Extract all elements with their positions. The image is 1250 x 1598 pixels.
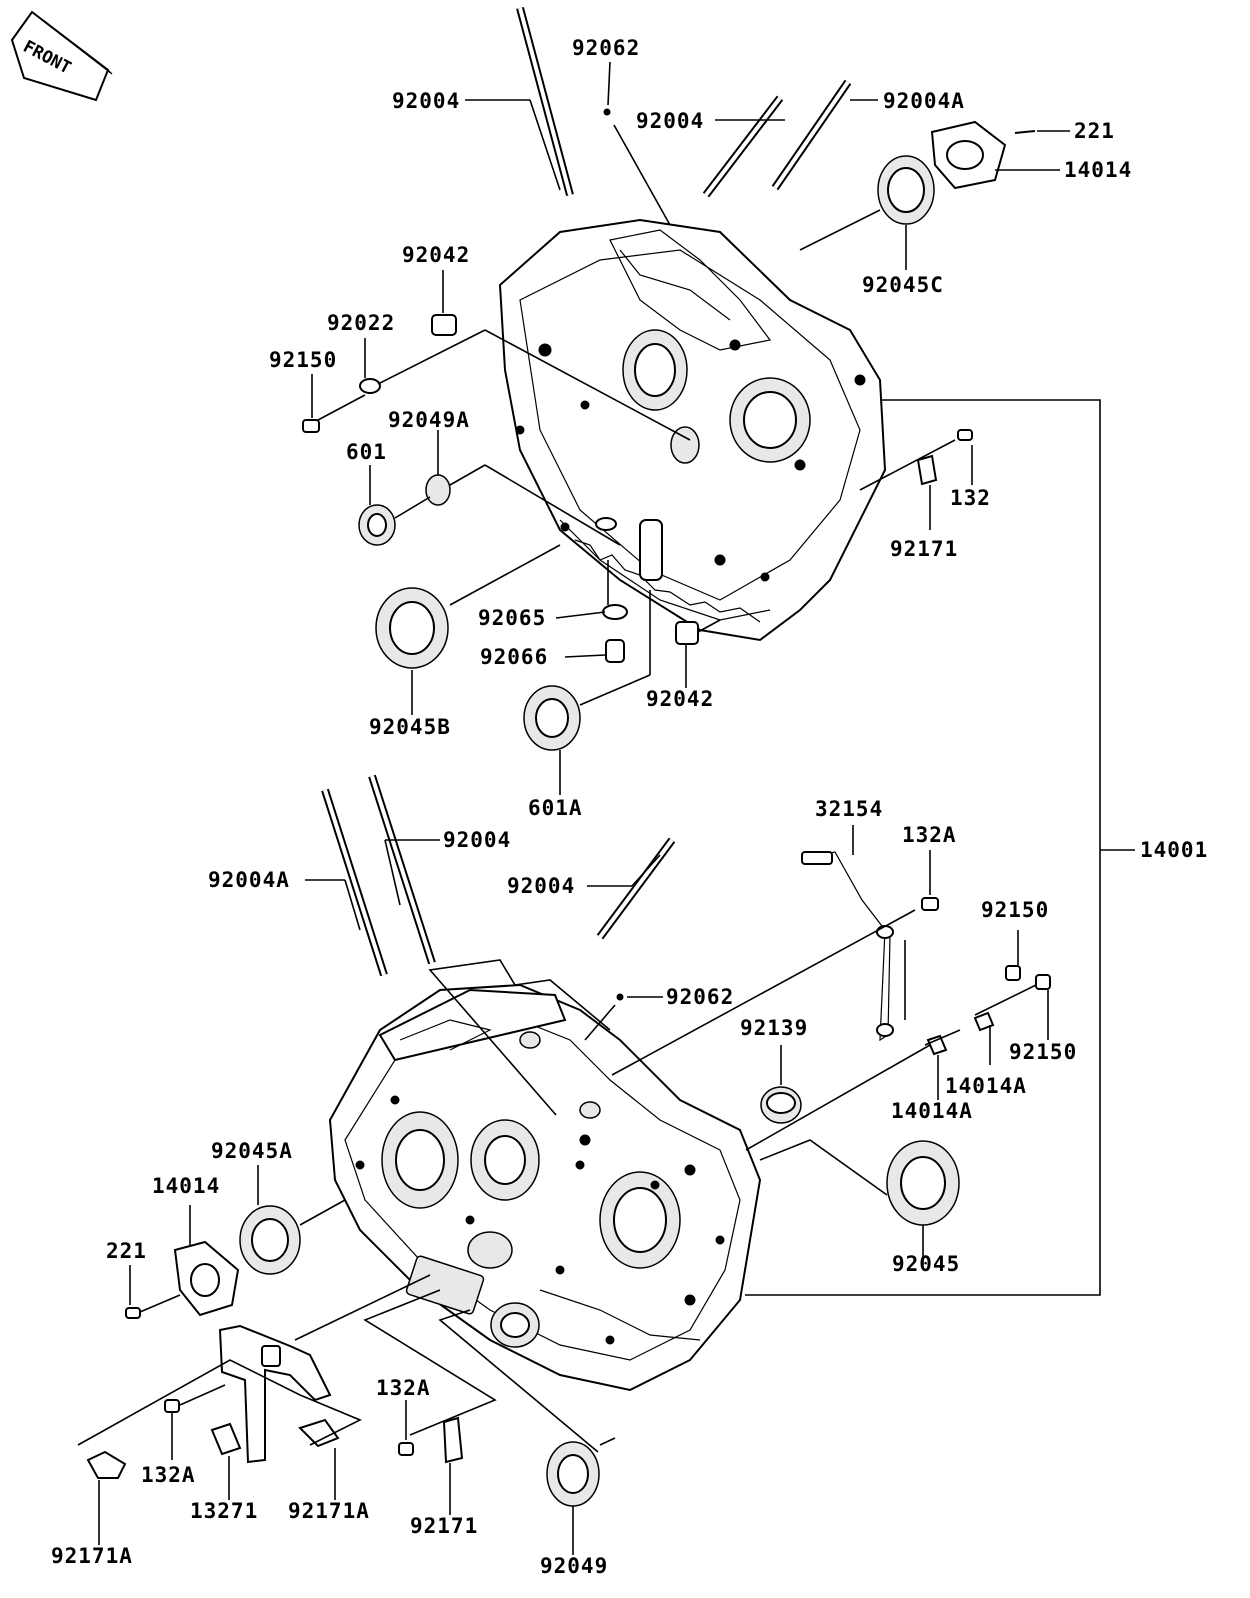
callout-label: 92022: [327, 311, 395, 335]
upper-loose-parts: [302, 108, 1036, 751]
callout-label: 221: [1074, 119, 1115, 143]
callout-label: 92004: [392, 89, 460, 113]
callout-label: 92004: [636, 109, 704, 133]
lower-leader-lines: [77, 825, 1049, 1555]
callout-label: 132A: [141, 1463, 196, 1487]
callout-label: 92045: [892, 1252, 960, 1276]
upper-crankcase-half: [498, 218, 887, 642]
callout-label: 92065: [478, 606, 546, 630]
callout-label: 92171: [410, 1514, 478, 1538]
callout-label: 92062: [666, 985, 734, 1009]
callout-label: 92150: [1009, 1040, 1077, 1064]
callout-label: 92045C: [862, 273, 944, 297]
callout-label: 92171A: [288, 1499, 370, 1523]
callout-label: 92062: [572, 36, 640, 60]
callout-label: 14001: [1140, 838, 1208, 862]
lower-studs: [321, 774, 676, 977]
callout-label: 92042: [402, 243, 470, 267]
callout-label: 92049A: [388, 408, 470, 432]
callout-label: 132A: [902, 823, 957, 847]
callout-label: 92066: [480, 645, 548, 669]
lower-crankcase-half: [328, 983, 762, 1392]
callout-label: 14014: [1064, 158, 1132, 182]
callout-label: 14014A: [945, 1074, 1027, 1098]
callout-label: 92171A: [51, 1544, 133, 1568]
callout-label: 14014A: [891, 1099, 973, 1123]
lower-loose-parts: [86, 851, 1051, 1507]
callout-labels: 92062 92004 92004 92004A 221 14014 92045…: [51, 36, 1208, 1578]
callout-label: 92042: [646, 687, 714, 711]
callout-label: 132A: [376, 1376, 431, 1400]
callout-label: 92150: [269, 348, 337, 372]
callout-label: 601A: [528, 796, 583, 820]
upper-studs: [516, 6, 852, 198]
callout-label: 13271: [190, 1499, 258, 1523]
callout-label: 92171: [890, 537, 958, 561]
callout-label: 92004: [443, 828, 511, 852]
callout-label: 601: [346, 440, 387, 464]
callout-label: 92139: [740, 1016, 808, 1040]
callout-label: 92049: [540, 1554, 608, 1578]
upper-leader-lines: [311, 61, 1135, 1296]
callout-label: 92045B: [369, 715, 451, 739]
callout-label: 92004: [507, 874, 575, 898]
callout-label: 92150: [981, 898, 1049, 922]
front-direction-badge: FRONT: [10, 10, 113, 102]
callout-label: 132: [950, 486, 991, 510]
callout-label: 92045A: [211, 1139, 293, 1163]
callout-label: 32154: [815, 797, 883, 821]
callout-label: 92004A: [208, 868, 290, 892]
callout-label: 14014: [152, 1174, 220, 1198]
callout-label: 92004A: [883, 89, 965, 113]
callout-label: 221: [106, 1239, 147, 1263]
